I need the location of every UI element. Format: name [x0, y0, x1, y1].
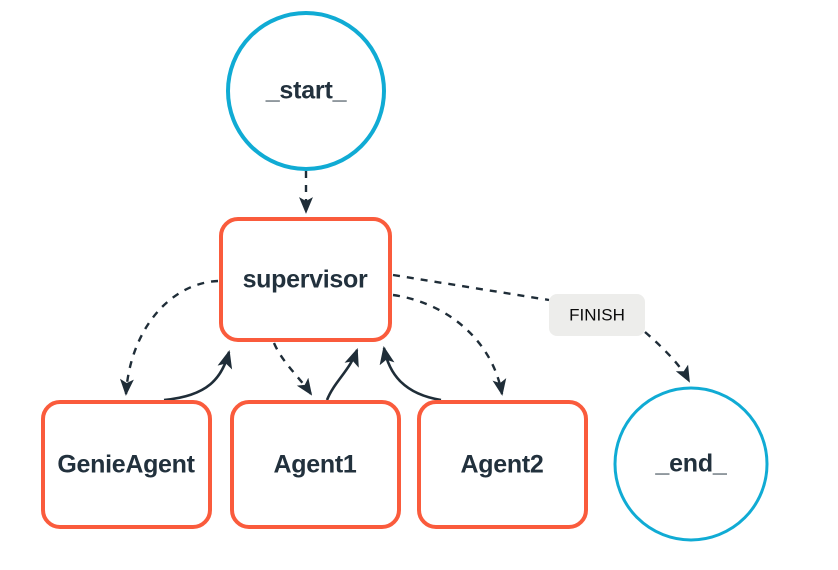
node-genieagent-label: GenieAgent	[57, 451, 195, 479]
node-genieagent[interactable]: GenieAgent	[41, 400, 212, 529]
edge-supervisor-agent1	[272, 342, 313, 396]
edge-label-finish-text: FINISH	[569, 305, 625, 324]
node-agent2-shape	[417, 400, 588, 529]
edge-supervisor-finish	[392, 273, 550, 302]
edge-labels-layer: FINISH	[549, 294, 645, 336]
node-supervisor[interactable]: supervisor	[219, 217, 392, 342]
edge-supervisor-genieagent	[119, 279, 219, 396]
edge-label-finish[interactable]: FINISH	[549, 294, 645, 336]
node-start-label: _start_	[265, 77, 348, 105]
nodes-layer: _start_ supervisor GenieAgent Agent1 Age…	[41, 11, 769, 542]
edge-agent2-supervisor	[379, 345, 442, 402]
node-start-shape	[226, 11, 386, 171]
node-supervisor-shape	[219, 217, 392, 342]
edge-label-finish-bg	[549, 294, 645, 336]
node-agent2-label: Agent2	[461, 451, 544, 479]
edge-agent1-supervisor	[325, 348, 359, 401]
node-start[interactable]: _start_	[226, 11, 386, 171]
node-agent1-shape	[230, 400, 401, 529]
node-end-shape	[613, 386, 769, 542]
node-agent1[interactable]: Agent1	[230, 400, 401, 529]
edge-supervisor-agent2	[392, 293, 507, 396]
node-genieagent-shape	[41, 400, 212, 529]
node-agent2[interactable]: Agent2	[417, 400, 588, 529]
edge-finish-end	[644, 331, 691, 383]
edges-layer	[119, 171, 691, 402]
edge-genieagent-supervisor	[163, 349, 233, 402]
node-end-label: _end_	[654, 450, 728, 478]
node-agent1-label: Agent1	[274, 451, 357, 479]
node-supervisor-label: supervisor	[243, 266, 368, 294]
node-end[interactable]: _end_	[613, 386, 769, 542]
